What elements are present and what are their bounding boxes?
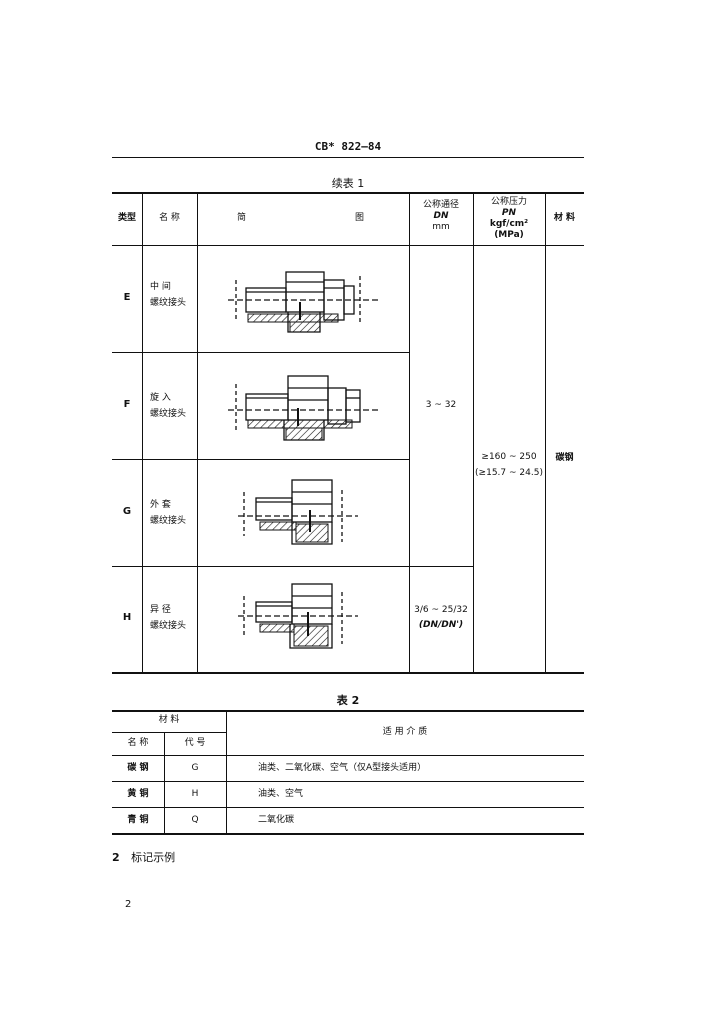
table2-row-rule xyxy=(112,781,584,782)
t2-row-medium: 油类、空气 xyxy=(258,789,304,799)
table2-top-rule xyxy=(112,710,584,712)
table1-row-rule xyxy=(112,459,410,460)
t2-th-name: 名 称 xyxy=(127,738,149,748)
table2-bottom-rule xyxy=(112,833,584,835)
th-pn-label: 公称压力 xyxy=(490,197,527,207)
row-name: 外 套 螺纹接头 xyxy=(150,500,186,527)
t2-row-name: 黄 铜 xyxy=(127,789,149,799)
table1-row-rule xyxy=(112,352,410,353)
row-name-line2: 螺纹接头 xyxy=(150,298,187,308)
table1-row-rule xyxy=(112,566,473,567)
row-type: E xyxy=(123,292,131,303)
table2-caption: 表 2 xyxy=(336,694,360,707)
table2-col-rule xyxy=(164,732,165,834)
table1-col-rule xyxy=(142,192,143,673)
row-type: F xyxy=(123,399,131,410)
th-dn: 公称通径 DN mm xyxy=(409,200,473,233)
row-name-line2: 螺纹接头 xyxy=(150,409,187,419)
row-name-line2: 螺纹接头 xyxy=(150,516,187,526)
row-name: 旋 入 螺纹接头 xyxy=(150,393,186,420)
t2-row-code: G xyxy=(191,763,199,773)
row-name-line1: 旋 入 xyxy=(150,393,171,403)
th-pn: 公称压力 PN kgf/cm² (MPa) xyxy=(473,197,545,241)
joint-e-diagram xyxy=(228,271,378,333)
th-type: 类型 xyxy=(117,213,136,223)
t2-th-material: 材 料 xyxy=(158,715,180,725)
t2-row-name: 碳 钢 xyxy=(127,763,149,773)
row-type: G xyxy=(122,506,132,517)
material-value: 碳钢 xyxy=(555,453,574,463)
table1-caption: 续表 1 xyxy=(331,177,365,190)
t2-th-code: 代 号 xyxy=(184,738,206,748)
joint-g-diagram xyxy=(238,479,358,545)
page-number: 2 xyxy=(125,899,132,910)
t2-th-medium: 适 用 介 质 xyxy=(382,727,428,737)
table1-col-rule xyxy=(409,192,410,673)
dn-value-h: 3/6 ~ 25/32 (DN/DN') xyxy=(409,605,473,631)
pn-value-kgf: ≥160 ~ 250 xyxy=(481,452,537,462)
dn-value-h-range: 3/6 ~ 25/32 xyxy=(414,605,468,615)
t2-row-medium: 油类、二氧化碳、空气（仅A型接头适用） xyxy=(258,763,427,773)
table1-col-rule xyxy=(545,192,546,673)
th-pn-symbol: PN xyxy=(501,208,517,218)
table1-header-rule xyxy=(112,245,584,246)
joint-h-diagram xyxy=(238,583,358,649)
row-name-line1: 中 间 xyxy=(150,282,171,292)
t2-row-code: H xyxy=(191,789,199,799)
joint-f-diagram xyxy=(228,375,378,441)
header-rule xyxy=(112,157,584,158)
th-pn-unit: kgf/cm² xyxy=(489,219,529,229)
section-heading: 2 标记示例 xyxy=(112,849,175,865)
table1-col-rule xyxy=(197,192,198,673)
table1-bottom-rule xyxy=(112,672,584,674)
table2-header-rule xyxy=(112,755,584,756)
row-name: 中 间 螺纹接头 xyxy=(150,282,186,309)
table1-col-rule xyxy=(473,192,474,673)
section-title: 标记示例 xyxy=(131,851,176,864)
table2-row-rule xyxy=(112,807,584,808)
th-material: 材 料 xyxy=(553,213,576,223)
dn-value-h-note: (DN/DN') xyxy=(418,620,464,630)
pn-value-mpa: (≥15.7 ~ 24.5) xyxy=(475,468,543,478)
row-name: 异 径 螺纹接头 xyxy=(150,605,186,632)
th-name: 名 称 xyxy=(159,213,180,223)
t2-row-code: Q xyxy=(191,815,199,825)
row-name-line2: 螺纹接头 xyxy=(150,621,187,631)
th-dn-unit: mm xyxy=(432,222,450,232)
t2-row-name: 青 铜 xyxy=(127,815,149,825)
standard-code: CB* 822—84 xyxy=(314,140,382,153)
t2-row-medium: 二氧化碳 xyxy=(258,815,295,825)
row-name-line1: 异 径 xyxy=(150,605,171,615)
pn-value: ≥160 ~ 250 (≥15.7 ~ 24.5) xyxy=(473,452,545,479)
section-number: 2 xyxy=(112,851,120,864)
table2-col-rule xyxy=(226,710,227,834)
th-dn-label: 公称通径 xyxy=(422,200,459,210)
th-dn-symbol: DN xyxy=(433,211,449,221)
row-name-line1: 外 套 xyxy=(150,500,171,510)
th-pn-unit-si: (MPa) xyxy=(494,230,524,240)
row-type: H xyxy=(122,612,132,623)
table1-top-rule xyxy=(112,192,584,194)
th-diagram-left: 简 xyxy=(237,213,247,223)
table2-subheader-rule xyxy=(112,732,226,733)
dn-value-efg: 3 ~ 32 xyxy=(425,400,457,410)
th-diagram-right: 图 xyxy=(355,213,365,223)
